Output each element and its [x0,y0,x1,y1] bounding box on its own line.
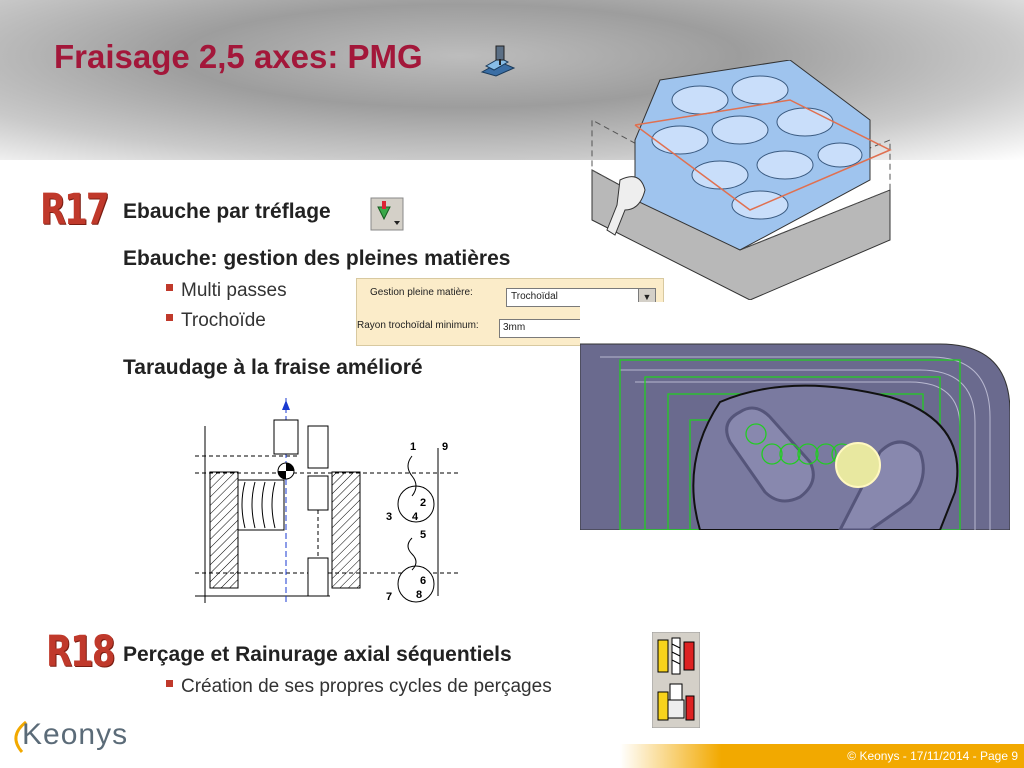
diagram-label-9: 9 [442,441,448,453]
bullet-multi-passes: Multi passes [166,280,287,302]
chevron-down-icon[interactable]: ▼ [638,289,655,306]
groove-sequence-icon[interactable] [657,683,695,721]
thread-milling-diagram: 1 9 2 4 3 5 6 8 7 [195,398,460,603]
diagram-label-1: 1 [410,441,416,453]
slide-title: Fraisage 2,5 axes: PMG [54,38,423,75]
bullet-trochoide: Trochoïde [166,310,266,332]
drilling-cycle-icons [652,632,700,728]
keonys-logo-swoosh-icon [14,720,27,753]
section-pleines-matieres: Ebauche: gestion des pleines matières [123,247,511,270]
section-ebauche-treflage: Ebauche par tréflage [123,200,331,223]
keonys-logo: Keonys [12,718,127,753]
section-percage-rainurage: Perçage et Rainurage axial séquentiels [123,643,512,666]
diagram-label-4: 4 [412,511,419,523]
trochoidal-toolpath-illustration [580,302,1010,530]
section-taraudage: Taraudage à la fraise amélioré [123,356,423,379]
diagram-label-2: 2 [420,497,426,509]
bullet-creation-cycles: Création de ses propres cycles de perçag… [166,676,552,698]
diagram-label-7: 7 [386,591,392,603]
footer-text: © Keonys - 17/11/2014 - Page 9 [847,749,1018,763]
treflage-3d-part-illustration [591,60,892,300]
release-badge-r18: R18 [46,627,115,677]
milling-machine-icon [480,45,516,77]
label-rayon-trochoidal: Rayon trochoïdal minimum: [357,320,479,331]
footer-bar: © Keonys - 17/11/2014 - Page 9 [620,744,1024,768]
diagram-label-6: 6 [420,575,426,587]
release-badge-r17: R17 [40,185,109,235]
diagram-label-8: 8 [416,589,422,601]
label-gestion-pleine-matiere: Gestion pleine matière: [370,287,473,298]
diagram-label-3: 3 [386,511,392,523]
drill-sequence-icon[interactable] [657,637,695,675]
diagram-label-5: 5 [420,529,426,541]
treflage-tool-icon[interactable] [370,197,404,231]
